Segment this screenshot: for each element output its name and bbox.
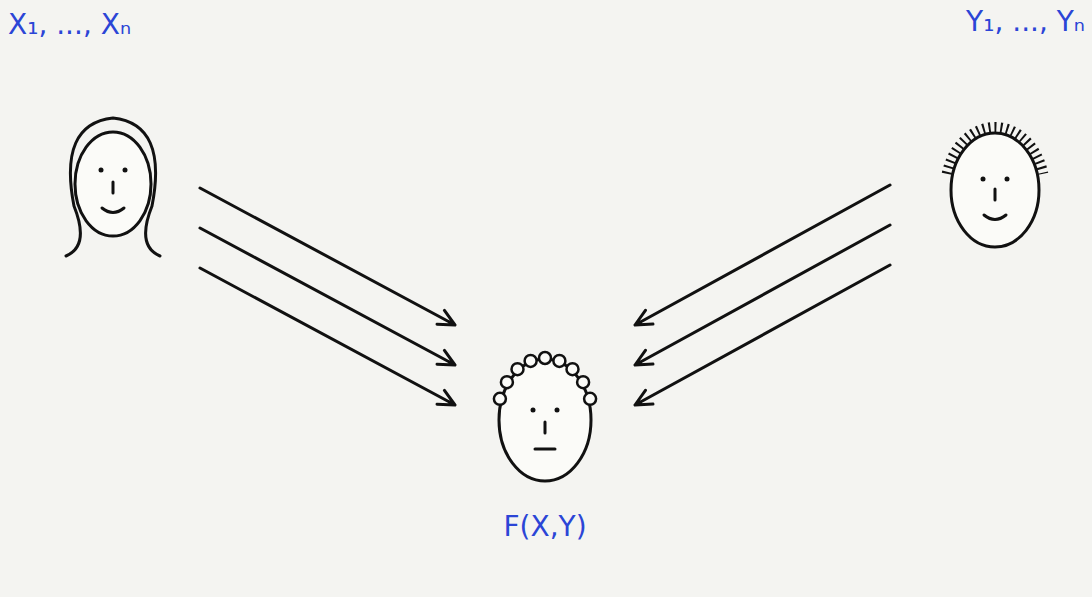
person-label: F(X,Y) [455,510,635,544]
arrow [635,185,890,325]
person-node: F(X,Y) [455,325,635,590]
arrow [200,188,455,325]
face-with-long-hair [48,96,178,261]
arrow-line [200,268,455,405]
person-label: X₁, ..., Xₙ [8,8,200,42]
arrow [200,268,455,405]
person-node: X₁, ..., Xₙ [8,8,200,258]
person-node: Y₁, ..., Yₙ [890,5,1085,255]
arrow [200,228,455,365]
person-label: Y₁, ..., Yₙ [890,5,1085,39]
arrow-line [200,188,455,325]
arrow-line [635,185,890,325]
arrow-line [635,265,890,405]
face-with-spiky-hair [930,105,1060,255]
arrow [635,225,890,365]
face-with-curly-hair [480,325,610,495]
arrow-line [635,225,890,365]
arrow-line [200,228,455,365]
arrow [635,265,890,405]
